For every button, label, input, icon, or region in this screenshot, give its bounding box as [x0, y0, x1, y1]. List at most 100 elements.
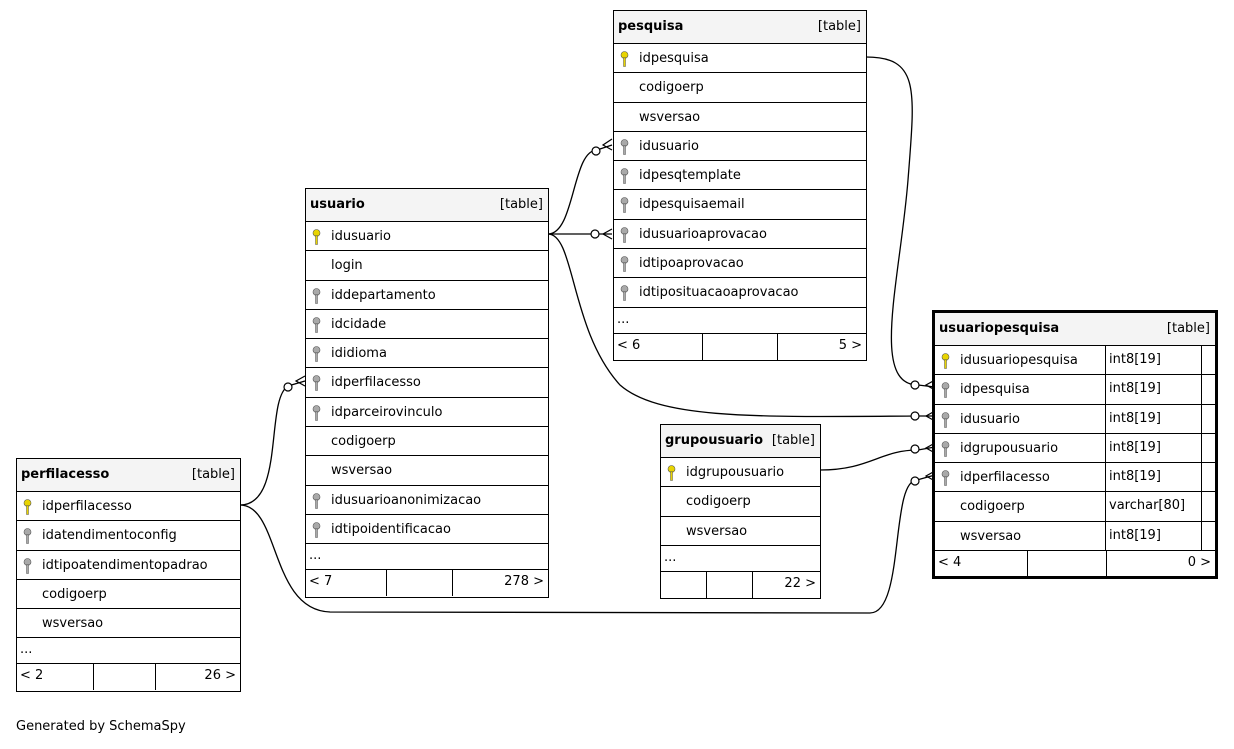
primary-key-icon [667, 465, 676, 481]
column-row[interactable]: wsversao [614, 103, 866, 132]
column-row[interactable]: idatendimentoconfig [17, 521, 240, 551]
column-name: codigoerp [42, 586, 107, 602]
column-name: idcidade [331, 316, 387, 332]
table-kind: [table] [1166, 321, 1210, 336]
optional-marker [910, 444, 920, 454]
footer-divider [1027, 551, 1028, 578]
table-usuariopesquisa[interactable]: usuariopesquisa [table] idusuariopesquis… [932, 310, 1218, 579]
table-footer: < 7 278 > [306, 570, 548, 597]
column-row[interactable]: wsversao [306, 456, 548, 486]
primary-key-icon [312, 229, 321, 245]
column-row[interactable]: wsversao [17, 609, 240, 639]
table-header: usuariopesquisa [table] [935, 313, 1215, 346]
column-name: idperfilacesso [960, 470, 1050, 486]
table-footer: < 6 5 > [614, 333, 866, 360]
foreign-key-icon [620, 197, 629, 214]
foreign-key-icon [620, 256, 629, 272]
column-row[interactable]: idgrupousuario [661, 458, 820, 488]
foreign-key-icon [620, 168, 629, 184]
column-name: idpesqtemplate [639, 168, 741, 184]
column-name: idusuario [639, 138, 699, 154]
column-row[interactable]: codigoerp [17, 580, 240, 610]
column-name: iddepartamento [331, 287, 436, 303]
column-row[interactable]: codigoerp [306, 427, 548, 457]
column-name: idtipoatendimentopadrao [42, 557, 208, 573]
table-name: usuariopesquisa [939, 321, 1060, 336]
column-row[interactable]: idpesquisa [614, 44, 866, 74]
link-grupousuario-usuariopesquisa [819, 446, 936, 471]
optional-marker [590, 229, 600, 239]
column-name: idpesquisaemail [639, 197, 745, 213]
children-count[interactable]: 26 > [204, 668, 236, 684]
children-count[interactable]: 5 > [838, 337, 862, 353]
parents-count[interactable]: < 7 [309, 574, 333, 590]
ellipsis: ... [309, 548, 322, 564]
table-name: grupousuario [665, 433, 764, 448]
column-row[interactable]: codigoerp [614, 73, 866, 103]
footer-divider [452, 570, 453, 597]
table-kind: [table] [499, 197, 543, 212]
column-name: idperfilacesso [331, 375, 421, 391]
foreign-key-icon [620, 226, 629, 243]
column-row[interactable]: idtiposituacaoaprovacao [614, 278, 866, 308]
link-pesquisa-usuariopesquisa [865, 56, 936, 388]
column-row[interactable]: idusuarioanonimizacao [306, 486, 548, 515]
children-count[interactable]: 278 > [504, 574, 544, 590]
parents-count[interactable]: < 4 [938, 555, 962, 571]
foreign-key-icon [23, 557, 32, 574]
column-row[interactable]: idcidade [306, 310, 548, 340]
foreign-key-icon [941, 411, 950, 428]
column-row[interactable]: idparceirovinculo [306, 398, 548, 428]
column-row[interactable]: idtipoatendimentopadrao [17, 551, 240, 580]
primary-key-icon [23, 499, 32, 515]
column-row[interactable]: idusuario [614, 132, 866, 162]
column-row[interactable]: idtipoaprovacao [614, 249, 866, 279]
column-row[interactable]: idtipoidentificacao [306, 515, 548, 545]
column-row[interactable]: idpesqtemplate [614, 161, 866, 191]
column-row[interactable]: wsversao [661, 517, 820, 546]
table-kind: [table] [191, 467, 235, 482]
table-name: perfilacesso [21, 467, 110, 482]
ellipsis: ... [664, 549, 677, 565]
column-row[interactable]: idperfilacesso [306, 368, 548, 398]
column-row[interactable]: idusuarioaprovacao [614, 220, 866, 250]
column-row[interactable]: idpesquisaemail [614, 190, 866, 220]
table-name: usuario [310, 197, 365, 212]
parents-count[interactable]: < 6 [617, 337, 641, 353]
children-count[interactable]: 22 > [784, 575, 816, 591]
foreign-key-icon [941, 382, 950, 399]
column-row[interactable]: idusuario [306, 222, 548, 252]
link-usuario-pesquisa-idusuario [547, 144, 613, 235]
optional-marker [591, 146, 601, 156]
column-name: idperfilacesso [42, 499, 132, 514]
column-name: idgrupousuario [686, 465, 785, 480]
column-row[interactable]: idperfilacesso [17, 492, 240, 522]
children-count[interactable]: 0 > [1187, 555, 1211, 571]
table-perfilacesso[interactable]: perfilacesso [table] idperfilacesso idate… [16, 458, 241, 692]
column-row[interactable]: ididioma [306, 339, 548, 369]
column-type: int8[19] [1105, 375, 1201, 404]
column-row[interactable]: codigoerp [661, 487, 820, 517]
ellipsis: ... [20, 642, 33, 658]
foreign-key-icon [620, 139, 629, 155]
column-row[interactable]: iddepartamento [306, 281, 548, 310]
column-row[interactable]: login [306, 251, 548, 281]
column-name: idusuariopesquisa [960, 353, 1078, 368]
scrollbar[interactable] [1201, 346, 1215, 550]
column-name: wsversao [686, 523, 748, 539]
ellipsis: ... [617, 311, 630, 327]
footer-divider [702, 333, 703, 360]
column-name: idgrupousuario [960, 440, 1059, 456]
link-perfilacesso-usuario [239, 380, 306, 506]
parents-count[interactable]: < 2 [20, 668, 44, 684]
